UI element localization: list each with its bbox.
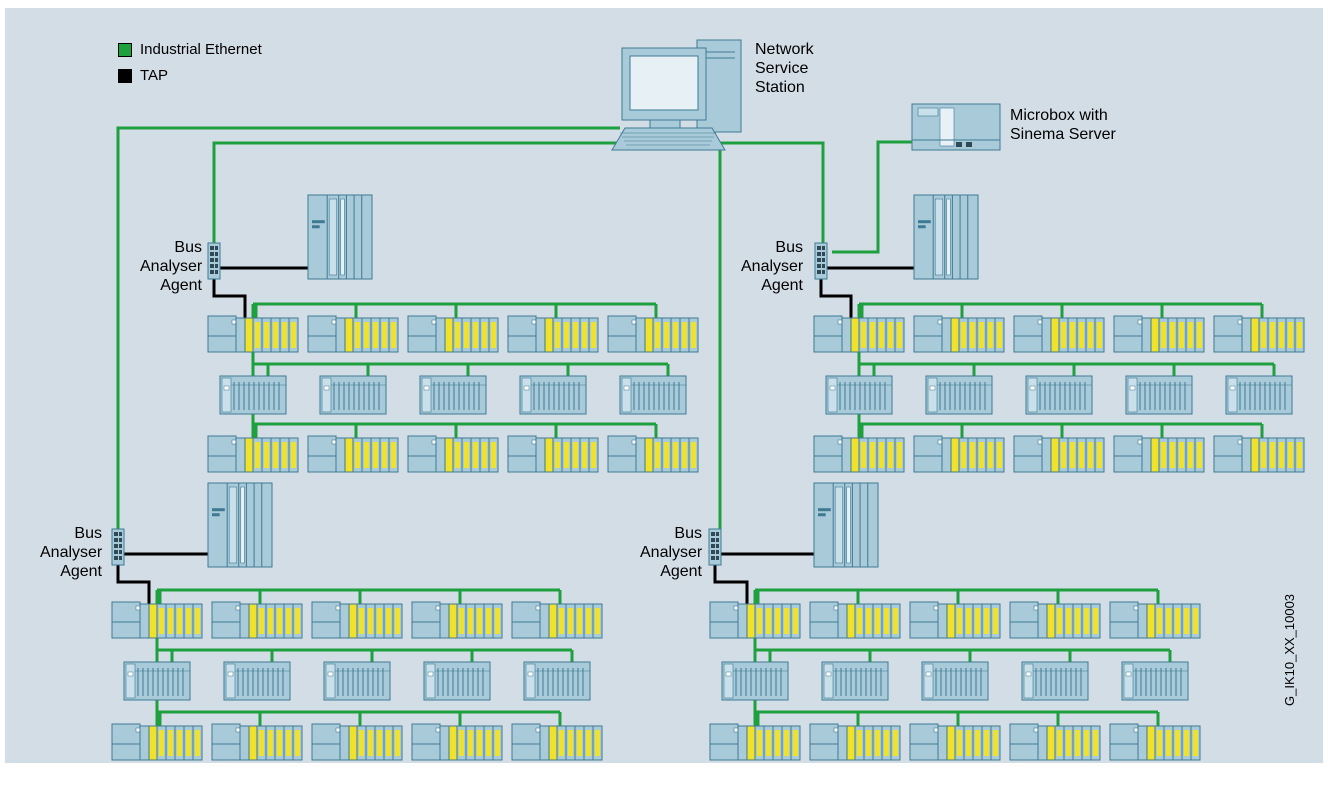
io-station — [1013, 435, 1105, 473]
io-station — [111, 601, 203, 639]
network-service-station-label: Network Service Station — [755, 41, 814, 96]
ethernet-backbone — [720, 141, 825, 244]
network-service-station-pc — [611, 39, 742, 151]
io-station — [511, 601, 603, 639]
remote-io-rack — [1025, 375, 1093, 415]
io-station — [1213, 435, 1305, 473]
io-station — [1009, 723, 1101, 761]
io-station — [909, 723, 1001, 761]
legend-tap-swatch — [118, 68, 132, 83]
bus-analyser-agent-device — [207, 242, 221, 280]
remote-io-rack — [323, 661, 391, 701]
io-station — [1009, 601, 1101, 639]
legend-item-tap: TAP — [118, 67, 168, 84]
plc-controller — [913, 194, 979, 280]
io-station — [1109, 723, 1201, 761]
remote-io-rack — [1125, 375, 1193, 415]
io-station — [913, 315, 1005, 353]
io-station — [507, 435, 599, 473]
microbox-server — [911, 103, 1001, 151]
remote-io-rack — [619, 375, 687, 415]
remote-io-rack — [721, 661, 789, 701]
bus-analyser-agent-label: Bus Analyser Agent — [40, 525, 103, 580]
bus-analyser-agent-label: Bus Analyser Agent — [640, 525, 703, 580]
io-station — [813, 435, 905, 473]
io-station — [307, 315, 399, 353]
io-station — [1109, 601, 1201, 639]
remote-io-rack — [1225, 375, 1293, 415]
io-station — [207, 315, 299, 353]
plc-controller — [307, 194, 373, 280]
io-station — [407, 315, 499, 353]
tap-link — [713, 565, 749, 604]
remote-io-rack — [219, 375, 287, 415]
bus-analyser-agent-device — [708, 528, 722, 566]
ethernet-backbone — [116, 126, 620, 530]
remote-io-rack — [821, 661, 889, 701]
io-station — [507, 315, 599, 353]
legend-tap-label: TAP — [140, 67, 169, 84]
io-station — [909, 601, 1001, 639]
remote-io-rack — [319, 375, 387, 415]
io-station — [709, 601, 801, 639]
io-station — [407, 435, 499, 473]
io-station — [607, 435, 699, 473]
bus-analyser-agent-device — [111, 528, 125, 566]
remote-io-rack — [921, 661, 989, 701]
io-station — [207, 435, 299, 473]
remote-io-rack — [1121, 661, 1189, 701]
io-station — [809, 601, 901, 639]
legend-item-ethernet: Industrial Ethernet — [118, 41, 262, 58]
remote-io-rack — [1021, 661, 1089, 701]
io-station — [211, 601, 303, 639]
remote-io-rack — [123, 661, 191, 701]
io-station — [211, 723, 303, 761]
io-station — [809, 723, 901, 761]
io-station — [1113, 315, 1205, 353]
remote-io-rack — [519, 375, 587, 415]
io-station — [307, 435, 399, 473]
plc-controller — [207, 482, 273, 568]
microbox-label: Microbox with Sinema Server — [1010, 107, 1116, 143]
io-station — [1113, 435, 1205, 473]
remote-io-rack — [223, 661, 291, 701]
remote-io-rack — [825, 375, 893, 415]
io-station — [111, 723, 203, 761]
legend-ethernet-swatch — [118, 42, 132, 57]
tap-link — [819, 279, 853, 318]
io-station — [913, 435, 1005, 473]
remote-io-rack — [523, 661, 591, 701]
io-station — [311, 723, 403, 761]
io-station — [709, 723, 801, 761]
io-station — [411, 601, 503, 639]
remote-io-rack — [925, 375, 993, 415]
tap-link — [116, 565, 151, 604]
io-station — [411, 723, 503, 761]
legend-ethernet-label: Industrial Ethernet — [140, 41, 262, 58]
devices-layer — [111, 39, 1305, 761]
wires-layer — [116, 126, 1276, 726]
bus-analyser-agent-device — [814, 242, 828, 280]
io-station — [511, 723, 603, 761]
io-station — [1013, 315, 1105, 353]
figure-id: G_IK10_XX_10003 — [1282, 593, 1297, 706]
remote-io-rack — [423, 661, 491, 701]
io-station — [813, 315, 905, 353]
bus-analyser-agent-label: Bus Analyser Agent — [741, 239, 804, 294]
remote-io-rack — [419, 375, 487, 415]
io-station — [1213, 315, 1305, 353]
ethernet-backbone — [212, 141, 620, 244]
plc-controller — [813, 482, 879, 568]
io-station — [311, 601, 403, 639]
ethernet-link — [832, 140, 912, 254]
tap-link — [212, 279, 247, 318]
bus-analyser-agent-label: Bus Analyser Agent — [140, 239, 203, 294]
io-station — [607, 315, 699, 353]
